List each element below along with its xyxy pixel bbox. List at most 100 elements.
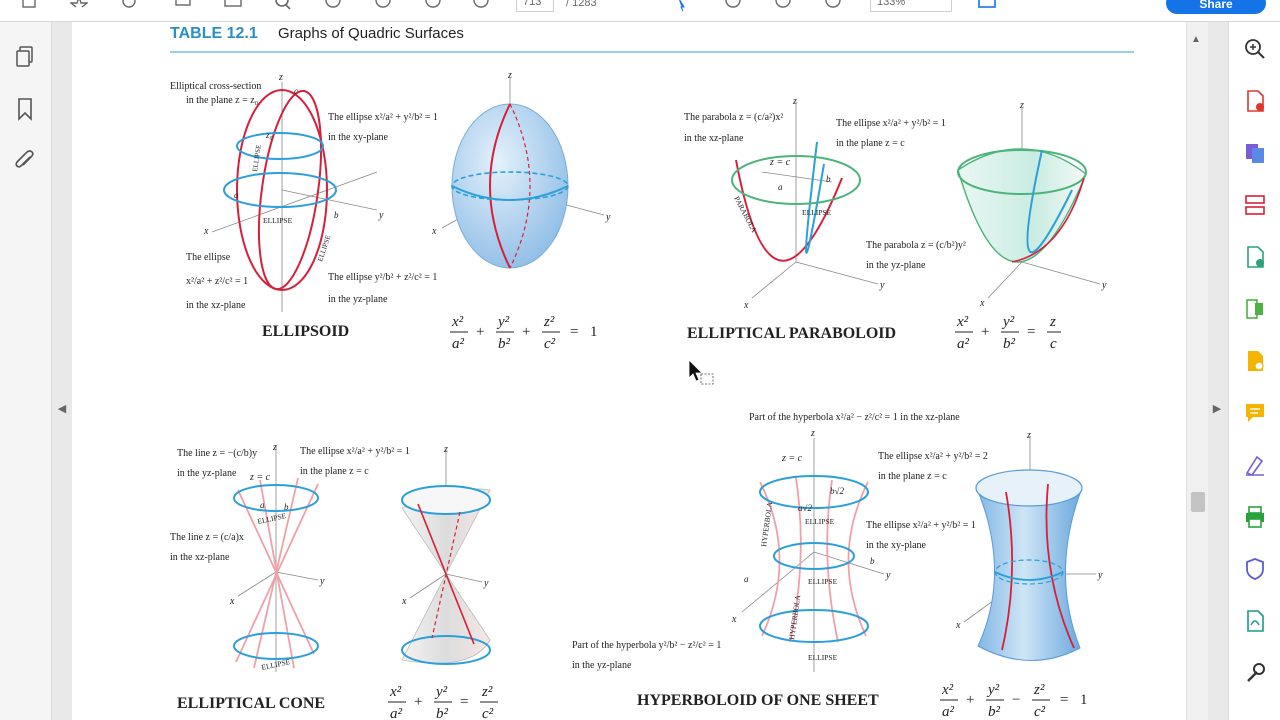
acrobat-sign-icon[interactable] xyxy=(1242,608,1268,634)
cone-annotation-2b: in the plane z = c xyxy=(300,466,369,477)
hand-tool-icon[interactable] xyxy=(722,0,744,16)
cone-annotation-2a: The ellipse x²/a² + y²/b² = 1 xyxy=(300,446,410,457)
zoom-in-circle-icon[interactable] xyxy=(422,0,444,16)
eq3-equals: = xyxy=(460,694,468,710)
paraboloid-a-label: a xyxy=(778,182,783,192)
paraboloid-top-ellipse xyxy=(731,155,861,205)
cone-surface-y-label: y xyxy=(483,578,489,589)
paraboloid-surface-z-label: z xyxy=(1019,100,1024,111)
pages-icon[interactable] xyxy=(12,44,38,70)
paraboloid-panel: z x y a b z = c ELLIPSE PARABOLA The par… xyxy=(684,96,1107,352)
hyperboloid-annotation-1: Part of the hyperbola x²/a² − z²/c² = 1 … xyxy=(749,412,960,423)
paperclip-icon[interactable] xyxy=(12,148,38,174)
cone-z-label: z xyxy=(272,442,277,453)
hyperboloid-b-label: b xyxy=(870,556,875,566)
ellipsoid-annotation-1a: Elliptical cross-section xyxy=(170,81,261,92)
scroll-down-icon[interactable] xyxy=(372,0,394,16)
eq1-term1-den: a² xyxy=(452,336,465,352)
share-link-icon[interactable] xyxy=(118,0,140,16)
protect-icon[interactable] xyxy=(1242,556,1268,582)
eq4-term3-num: z² xyxy=(1033,682,1045,698)
cone-wireframe: z x y a b z = c ELLIPSE ELLIPSE xyxy=(229,442,325,672)
eq1-term1-num: x² xyxy=(451,314,464,330)
cone-annotation-3b: in the xz-plane xyxy=(170,552,230,563)
paraboloid-z-label: z xyxy=(792,96,797,107)
scroll-up-arrow-icon[interactable]: ▲ xyxy=(1191,34,1201,45)
eq3-plus: + xyxy=(414,694,422,710)
fill-sign-icon[interactable] xyxy=(1242,452,1268,478)
zoom-out-icon[interactable] xyxy=(772,0,794,16)
bookmark-icon[interactable] xyxy=(12,96,38,122)
cone-top-ellipse xyxy=(233,484,319,512)
print-icon[interactable] xyxy=(172,0,194,16)
hyperboloid-y-label: y xyxy=(885,570,891,581)
ellipsoid-c-label: c xyxy=(294,86,298,96)
ellipsoid-surface-z-label: z xyxy=(507,70,512,81)
print-production-icon[interactable] xyxy=(1242,504,1268,530)
hyperboloid-surface-z-label: z xyxy=(1026,430,1031,441)
eq1-plus2: + xyxy=(522,324,530,340)
eq4-minus: − xyxy=(1012,692,1020,708)
scrollbar-thumb[interactable] xyxy=(1191,492,1205,512)
eq4-term2-den: b² xyxy=(988,704,1001,720)
ellipsoid-annotation-4a: The ellipse y²/b² + z²/c² = 1 xyxy=(328,272,437,283)
hyperboloid-bottom-ellipse xyxy=(759,609,869,643)
star-icon[interactable] xyxy=(68,0,90,16)
ellipsoid-curve-label-1: ELLIPSE xyxy=(263,216,293,225)
scroll-up-icon[interactable] xyxy=(322,0,344,16)
cone-caption: ELLIPTICAL CONE xyxy=(177,695,325,712)
save-icon[interactable] xyxy=(18,0,40,16)
previous-page-arrow-icon[interactable]: ◀ xyxy=(57,402,67,415)
fit-page-icon[interactable] xyxy=(976,0,998,16)
paraboloid-annotation-3b: in the yz-plane xyxy=(866,260,926,271)
vertical-scrollbar[interactable]: ▲ xyxy=(1186,22,1208,720)
right-tools-panel xyxy=(1228,22,1280,720)
page-number-input[interactable]: 713 xyxy=(516,0,554,12)
zoom-icon[interactable] xyxy=(1242,36,1268,62)
hyperboloid-panel: z x y a b z = c a√2 b√2 ELLIPSE ELLIPSE … xyxy=(572,412,1103,720)
eq1-term2-den: b² xyxy=(498,336,511,352)
zoom-in-icon[interactable] xyxy=(822,0,844,16)
compress-icon[interactable] xyxy=(1242,296,1268,322)
select-cursor-icon[interactable] xyxy=(670,0,692,16)
export-icon[interactable] xyxy=(1242,244,1268,270)
export-pdf-icon[interactable] xyxy=(1242,88,1268,114)
top-toolbar: 713 / 1283 133% Share xyxy=(0,0,1280,22)
hyperboloid-curve-label-top: ELLIPSE xyxy=(805,517,835,526)
hyperboloid-a-label: a xyxy=(744,574,749,584)
comment-icon[interactable] xyxy=(1242,400,1268,426)
ellipsoid-annotation-3b: x²/a² + z²/c² = 1 xyxy=(186,276,248,287)
paraboloid-surface-y-label: y xyxy=(1101,280,1107,291)
hyperboloid-curve-label-hyp1: HYPERBOLA xyxy=(759,501,774,547)
eq3-term1-den: a² xyxy=(390,706,403,720)
eq4-term3-den: c² xyxy=(1034,704,1046,720)
hyperboloid-b-sqrt2: b√2 xyxy=(830,486,844,496)
cone-annotation-1a: The line z = −(c/b)y xyxy=(177,448,257,459)
eq2-term2-den: b² xyxy=(1003,336,1016,352)
table-title: Graphs of Quadric Surfaces xyxy=(278,25,464,42)
share-button[interactable]: Share xyxy=(1166,0,1266,14)
ellipsoid-annotation-2a: The ellipse x²/a² + y²/b² = 1 xyxy=(328,112,438,123)
document-area[interactable]: ◀ ▶ xyxy=(52,22,1228,720)
table-label: TABLE 12.1 xyxy=(170,25,258,42)
eq3-rhs-num: z² xyxy=(481,684,493,700)
zoom-out-circle-icon[interactable] xyxy=(470,0,492,16)
email-icon[interactable] xyxy=(222,0,244,16)
hyperboloid-annotation-4a: Part of the hyperbola y²/b² − z²/c² = 1 xyxy=(572,640,721,651)
cone-annotation-1b: in the yz-plane xyxy=(177,468,237,479)
ellipsoid-annotation-4b: in the yz-plane xyxy=(328,294,388,305)
ellipsoid-surface-y-label: y xyxy=(605,212,611,223)
organize-pages-icon[interactable] xyxy=(1242,192,1268,218)
edit-pdf-icon[interactable] xyxy=(1242,348,1268,374)
ellipsoid-annotation-3a: The ellipse xyxy=(186,252,231,263)
more-tools-icon[interactable] xyxy=(1242,660,1268,686)
paraboloid-annotation-2b: in the plane z = c xyxy=(836,138,905,149)
next-page-arrow-icon[interactable]: ▶ xyxy=(1212,402,1222,415)
combine-files-icon[interactable] xyxy=(1242,140,1268,166)
cone-equation: x² a² + y² b² = z² c² xyxy=(388,684,498,720)
search-icon[interactable] xyxy=(272,0,294,16)
hyperboloid-surface: z x y xyxy=(955,430,1103,661)
hyperboloid-annotation-4b: in the yz-plane xyxy=(572,660,632,671)
zoom-level-select[interactable]: 133% xyxy=(870,0,952,12)
